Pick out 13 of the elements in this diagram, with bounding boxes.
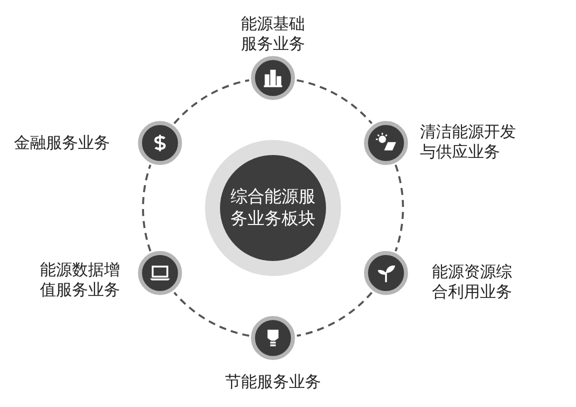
dashed-connector <box>394 164 404 252</box>
node-label: 金融服务业务 <box>14 133 111 153</box>
dashed-connector <box>296 292 372 337</box>
dashed-connector <box>296 79 372 124</box>
node-label: 清洁能源开发与供应业务 <box>420 122 517 162</box>
hub-circle: 综合能源服务业务板块 <box>205 140 341 276</box>
node-label: 能源数据增值服务业务 <box>40 260 121 300</box>
node-label: 节能服务业务 <box>224 372 322 392</box>
node-label: 能源基础服务业务 <box>240 14 306 54</box>
dashed-connector <box>174 79 250 124</box>
node-label: 能源资源综合利用业务 <box>432 262 513 302</box>
dashed-connector <box>142 164 152 252</box>
dashed-connector <box>174 292 250 337</box>
